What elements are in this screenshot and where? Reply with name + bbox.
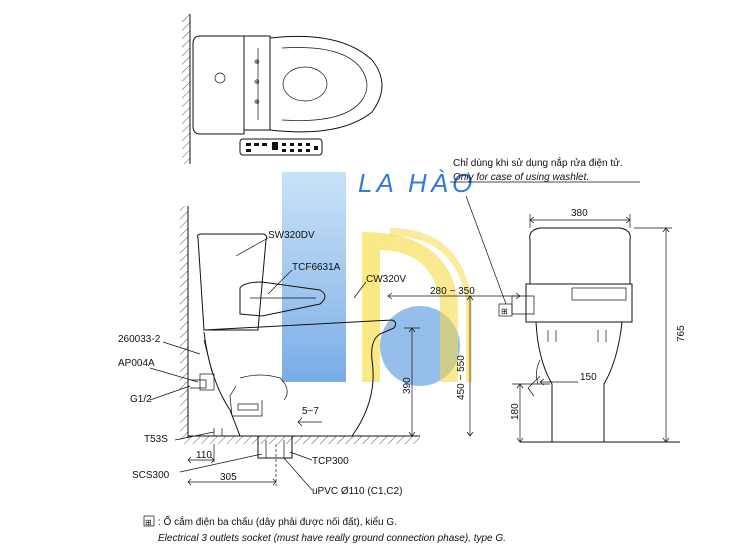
- label-fitting-ap004a: AP004A: [118, 358, 155, 369]
- svg-text:⊞: ⊞: [145, 518, 152, 527]
- label-fitting-scs300: SCS300: [132, 470, 170, 481]
- footer-note-en: Electrical 3 outlets socket (must have r…: [158, 533, 506, 544]
- svg-text:⊕: ⊕: [254, 99, 260, 106]
- label-fitting-t53s: T53S: [144, 434, 168, 445]
- watermark-text: LA HÀO: [358, 168, 476, 198]
- la-hao-watermark: LA HÀO: [282, 168, 476, 386]
- label-tank-model: SW320DV: [268, 230, 315, 241]
- side-leaders: [149, 237, 367, 491]
- wall-hatch-top: [182, 14, 190, 164]
- note-top-en: Only for case of using washlet.: [453, 172, 589, 183]
- watermark-blue-bar: [282, 172, 346, 382]
- floor-outlet: [257, 436, 293, 459]
- tank-front: [529, 227, 631, 285]
- svg-text:⊕: ⊕: [254, 59, 260, 66]
- dim-305: 305: [220, 472, 237, 483]
- front-view: [511, 214, 680, 443]
- seat-plan: [269, 35, 383, 133]
- dim-765: 765: [676, 325, 687, 342]
- side-view: [180, 206, 420, 459]
- dim-110: 110: [196, 450, 212, 461]
- label-pipe: uPVC Ø110 (C1,C2): [312, 486, 402, 497]
- label-bowl-model: CW320V: [366, 274, 406, 285]
- dim-390: 390: [402, 377, 413, 394]
- dim-180: 180: [510, 403, 521, 420]
- svg-text:⊕: ⊕: [254, 79, 260, 86]
- label-seat-model: TCF6631A: [292, 262, 341, 273]
- bowl-opening-plan: [282, 66, 328, 102]
- dim-150: 150: [580, 372, 597, 383]
- dim-280-350: 280 ~ 350: [430, 286, 475, 297]
- washlet-seat-side: [239, 281, 326, 317]
- wall-hatch-side: [180, 206, 188, 436]
- side-dimensions: [187, 292, 521, 486]
- bowl-front: [535, 321, 623, 443]
- footer-note-vi: : Ổ cắm điện ba chấu (dây phải được nối …: [158, 515, 397, 528]
- tank-plan: [192, 35, 245, 135]
- dim-450-550: 450 ~ 550: [456, 355, 467, 400]
- dim-5-7: 5~7: [302, 406, 319, 417]
- svg-text:⊞: ⊞: [501, 307, 508, 316]
- dim-380: 380: [571, 208, 588, 219]
- socket-legend-icon: [143, 515, 155, 527]
- seat-front: [525, 283, 633, 323]
- note-top-vi: Chỉ dùng khi sử dụng nắp rửa điện tử.: [453, 156, 623, 169]
- label-fitting-g12: G1/2: [130, 394, 152, 405]
- watermark-yellow-arc: [362, 232, 458, 382]
- floor-hatch-side: [180, 436, 420, 444]
- tank-side: [197, 233, 267, 331]
- label-trap-model: TCP300: [312, 456, 349, 467]
- remote-control: [239, 138, 323, 156]
- bowl-side: [203, 319, 397, 437]
- plan-view: ⊕ ⊕ ⊕: [182, 14, 383, 164]
- label-fitting-260033: 260033-2: [118, 334, 161, 345]
